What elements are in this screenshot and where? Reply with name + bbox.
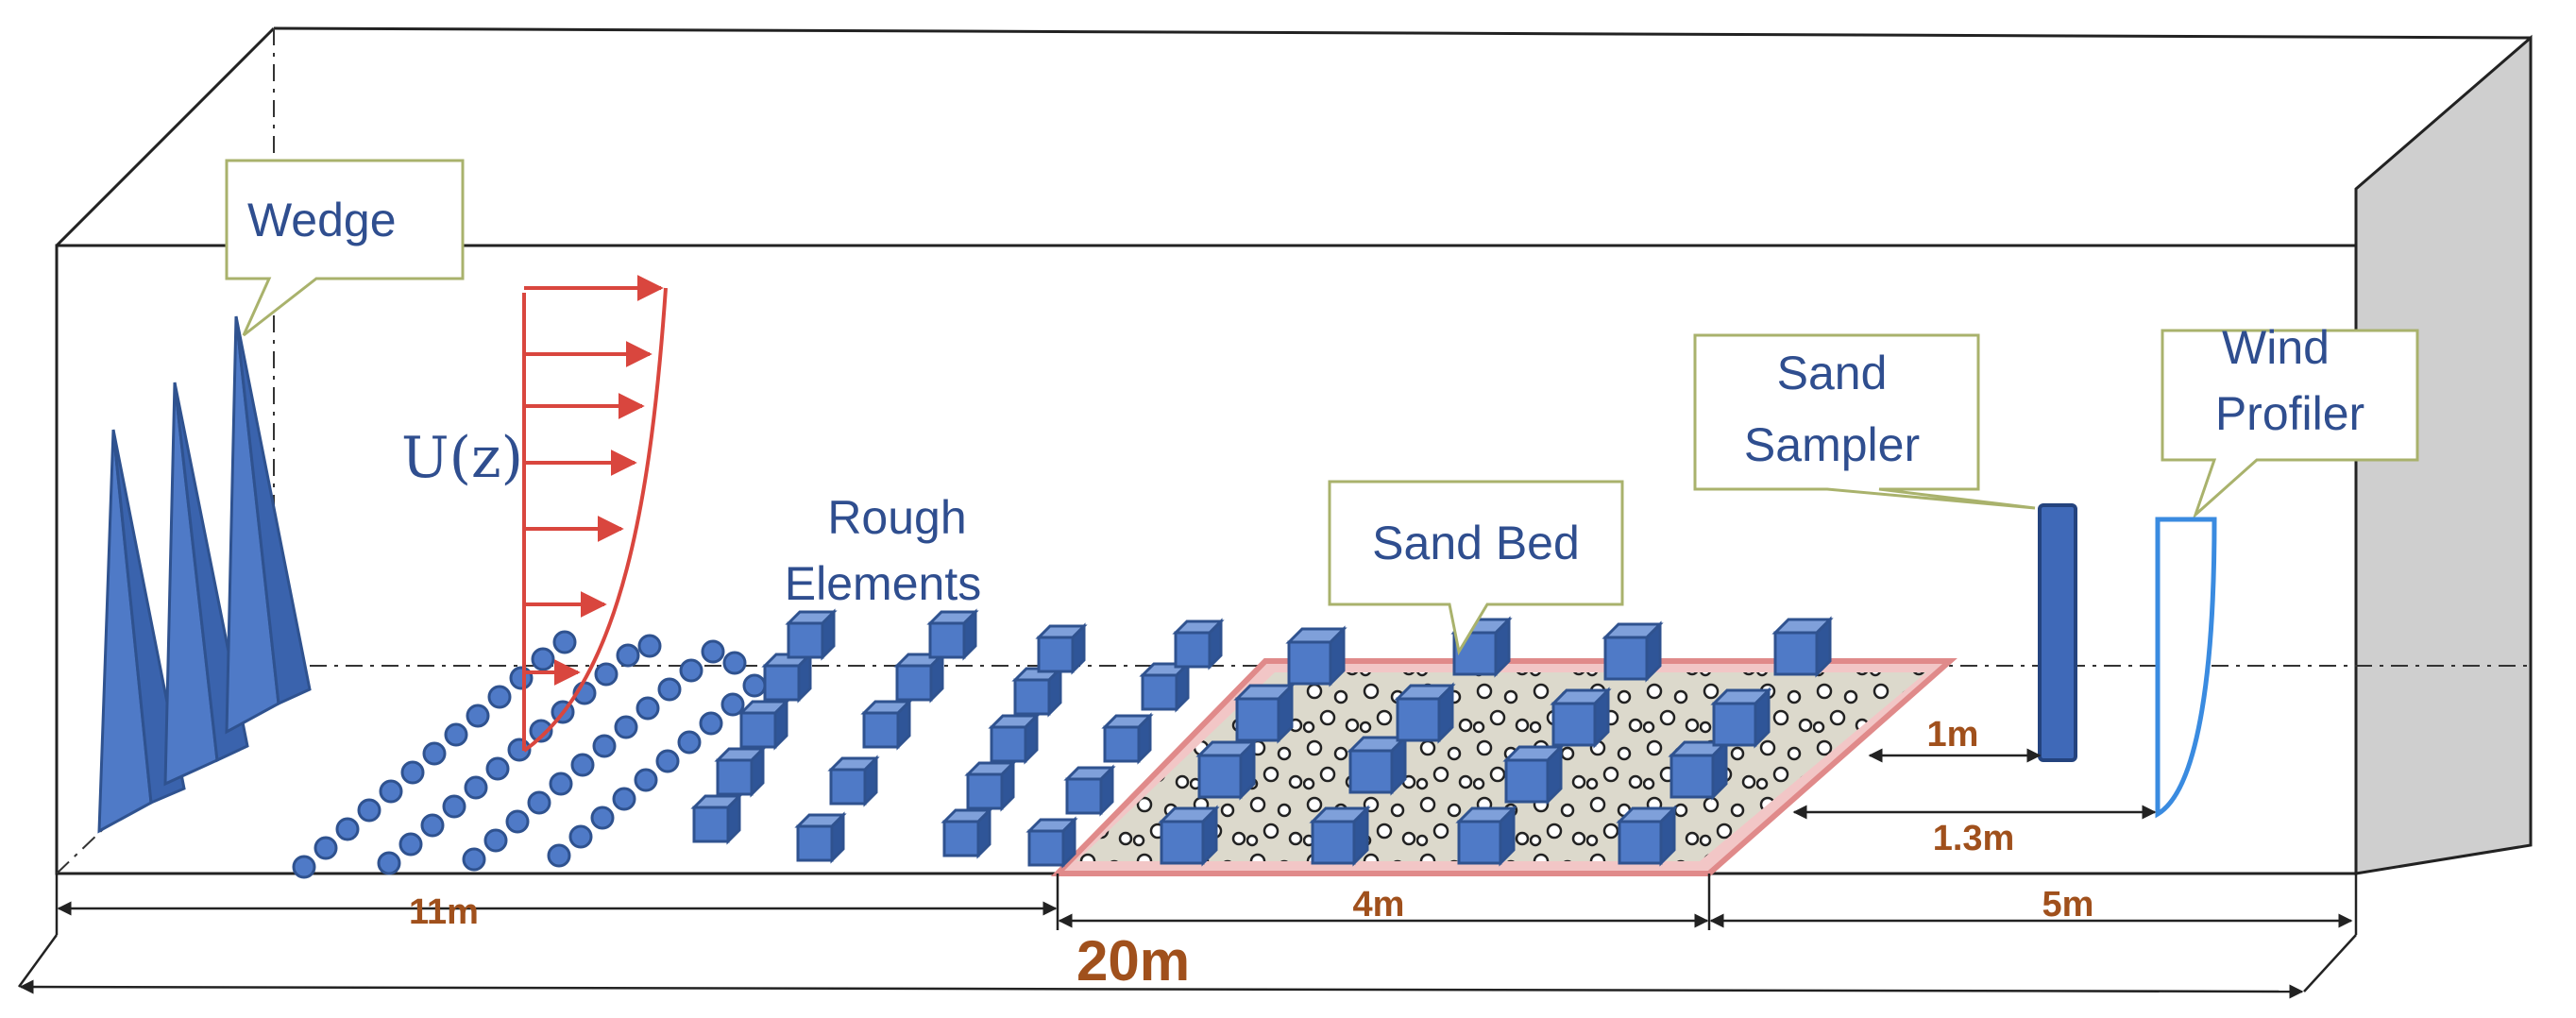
cube-row-8 xyxy=(1616,616,1834,867)
dimension-total: 20m xyxy=(1076,929,1190,993)
cube-row-1 xyxy=(690,608,838,845)
sand-bed-label: Sand Bed xyxy=(1372,517,1580,569)
cube-row-4 xyxy=(1025,618,1225,869)
dimension-downstream: 5m xyxy=(2042,885,2094,925)
dimension-rough-section: 11m xyxy=(409,892,479,932)
wedge-label: Wedge xyxy=(247,194,397,246)
cube-row-6 xyxy=(1309,616,1513,867)
sampler-offset-label: 1m xyxy=(1927,715,1979,755)
wedge-callout xyxy=(225,159,465,337)
wind-profiler-callout xyxy=(2161,329,2419,519)
profiler-offset-label: 1.3m xyxy=(1933,819,2015,858)
wind-profiler-label-line2: Profiler xyxy=(2215,387,2364,440)
offset-dimensions xyxy=(1792,748,2157,820)
rough-elements-label-line2: Elements xyxy=(785,557,981,610)
cube-rough-elements xyxy=(690,608,1834,869)
sand-sampler-callout xyxy=(1693,333,2036,510)
sand-sampler-label-line1: Sand xyxy=(1777,347,1888,399)
wedges xyxy=(97,315,312,834)
sand-bed-callout xyxy=(1328,480,1624,656)
wind-profiler-label-line1: Wind xyxy=(2222,321,2330,374)
cube-row-5 xyxy=(1158,625,1347,867)
cube-row-7 xyxy=(1455,620,1664,867)
wind-profiler xyxy=(2155,517,2217,819)
sand-sampler xyxy=(2038,503,2077,762)
sand-sampler-label-line2: Sampler xyxy=(1744,418,1920,471)
velocity-profile xyxy=(522,275,668,753)
cube-row-2 xyxy=(794,608,979,864)
dimension-sand-bed: 4m xyxy=(1353,885,1405,925)
bottom-dimensions xyxy=(17,874,2358,999)
cube-row-3 xyxy=(941,622,1088,859)
small-rough-elements xyxy=(292,630,767,879)
velocity-label: U(z) xyxy=(401,425,523,491)
rough-elements-label-line1: Rough xyxy=(827,491,966,544)
